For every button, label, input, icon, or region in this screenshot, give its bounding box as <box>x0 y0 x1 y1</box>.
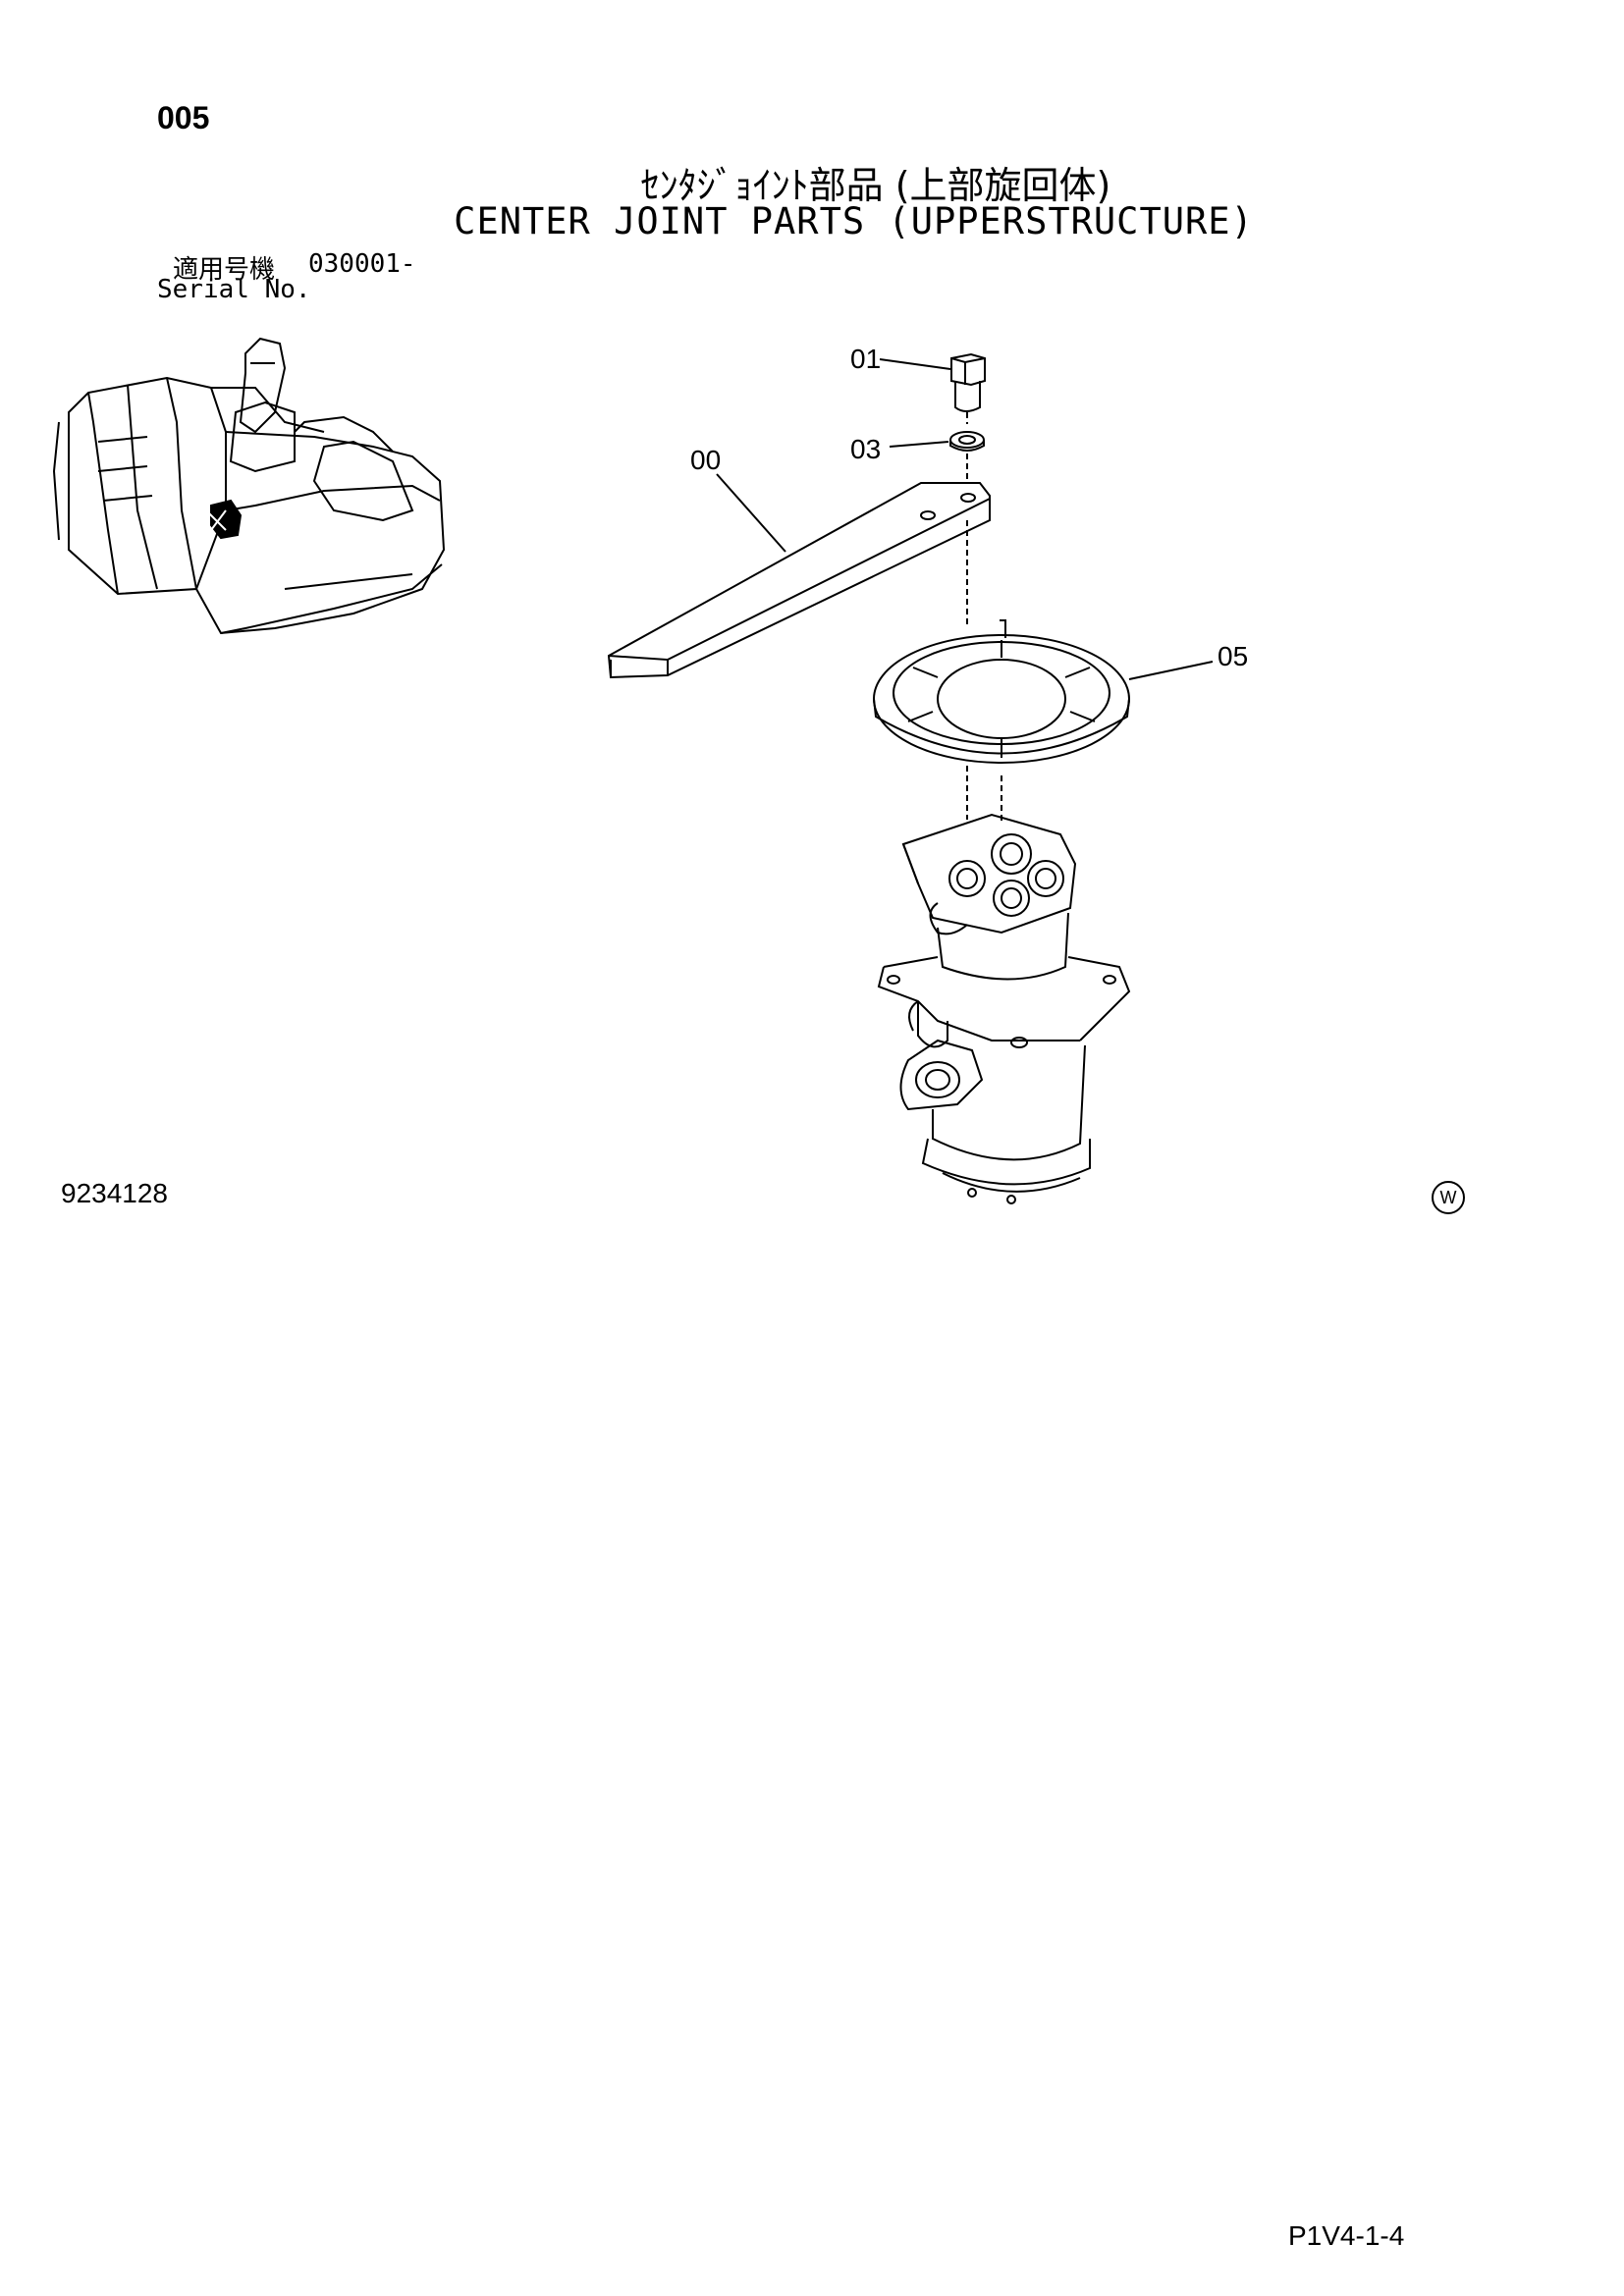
leader-line-01 <box>879 358 951 370</box>
excavator-overview-illustration <box>52 337 446 635</box>
revision-mark: W <box>1432 1181 1465 1214</box>
seal-ring-part-05 <box>873 619 1130 825</box>
page-title-english: CENTER JOINT PARTS (UPPERSTRUCTURE) <box>454 200 1254 242</box>
leader-line-05 <box>1128 661 1214 680</box>
page-title-japanese: ｾﾝﾀｼﾞｮｲﾝﾄ部品 (上部旋回体) <box>640 164 1111 207</box>
callout-label-03: 03 <box>850 434 881 464</box>
callout-label-01: 01 <box>850 344 881 374</box>
serial-label-japanese: 適用号機 <box>173 255 276 285</box>
center-joint-body-illustration <box>877 813 1131 1204</box>
callout-label-05: 05 <box>1218 641 1248 671</box>
page-number: 005 <box>157 100 210 135</box>
lock-plate-part-00 <box>607 482 991 679</box>
leader-line-00 <box>716 473 786 553</box>
page-reference: P1V4-1-4 <box>1288 2220 1405 2251</box>
serial-label-english: Serial No. <box>157 275 311 304</box>
washer-part-03 <box>949 431 985 483</box>
drawing-code: 9234128 <box>61 1178 169 1208</box>
serial-number: 030001- <box>308 249 416 279</box>
leader-line-03 <box>889 441 949 448</box>
callout-label-00: 00 <box>690 445 721 475</box>
bolt-part-01 <box>950 352 986 424</box>
